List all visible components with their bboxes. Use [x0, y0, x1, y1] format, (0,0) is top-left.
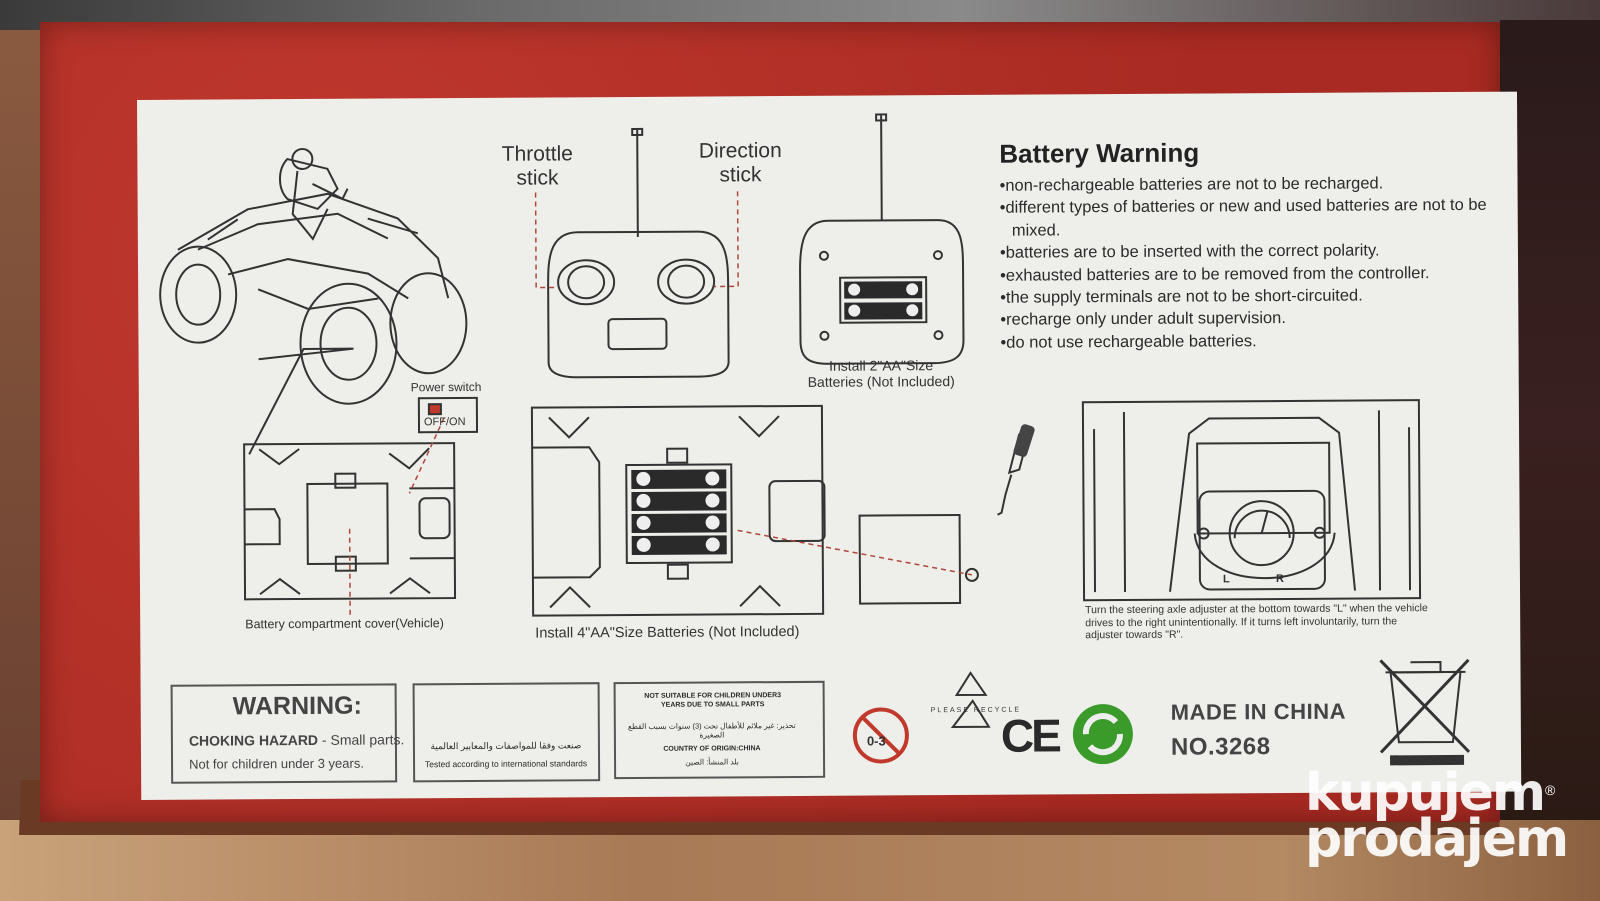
small-parts-text: - Small parts. — [317, 731, 405, 748]
battery-pack-4aa — [631, 469, 727, 555]
off-on-label: OFF/ON — [423, 415, 466, 429]
power-switch-label: Power switch — [410, 379, 482, 395]
not-suitable-text: NOT SUITABLE FOR CHILDREN UNDER3 YEARS D… — [644, 692, 782, 709]
made-in-china: MADE IN CHINA — [1170, 698, 1347, 725]
standards-box: صنعت وفقا للمواصفات والمعايير العالمية T… — [412, 682, 601, 783]
throttle-stick-label: Throttle stick — [501, 142, 574, 190]
choking-hazard-text: CHOKING HAZARD — [188, 731, 319, 749]
atv-illustration — [159, 147, 468, 455]
battery-warning-item: recharge only under adult supervision. — [1000, 306, 1500, 331]
battery-warning-list: non-rechargeable batteries are not to be… — [999, 172, 1500, 354]
battery-warning-item: do not use rechargeable batteries. — [1000, 329, 1500, 354]
choking-hazard-box: WARNING: CHOKING HAZARD - Small parts. N… — [170, 683, 404, 784]
watermark-line2: prodajem — [1305, 809, 1569, 869]
watermark-line1: kupujem — [1305, 763, 1546, 823]
battery-warning-item: the supply terminals are not to be short… — [1000, 284, 1500, 309]
instruction-panel: Throttle stick Direction stick Install 2… — [137, 91, 1522, 800]
battery-warning-item: different types of batteries or new and … — [1000, 194, 1500, 242]
model-number: NO.3268 — [1170, 733, 1271, 761]
country-of-origin-arabic: بلد المنشأ: الصين — [685, 757, 739, 767]
country-of-origin: COUNTRY OF ORIGIN:CHINA — [663, 745, 761, 753]
warning-title: WARNING: — [232, 691, 362, 721]
toy-box: Throttle stick Direction stick Install 2… — [40, 22, 1522, 822]
adjuster-l-label: L — [1222, 573, 1230, 586]
battery-warning-item: non-rechargeable batteries are not to be… — [999, 172, 1499, 197]
site-watermark: kupujem prodajem — [1305, 763, 1569, 869]
install-2aa-label: Install 2"AA"Size Batteries (Not Include… — [807, 357, 955, 390]
watermark-registered: ® — [1545, 782, 1556, 798]
adjuster-r-label: R — [1275, 573, 1284, 586]
line-art — [159, 113, 1471, 766]
hazard-line: CHOKING HAZARD - Small parts. — [189, 731, 405, 748]
battery-warning-title: Battery Warning — [999, 137, 1200, 169]
battery-compartment-cover-label: Battery compartment cover(Vehicle) — [245, 616, 444, 632]
age-0-3-mark: 0-3 — [866, 733, 886, 749]
small-parts-box: NOT SUITABLE FOR CHILDREN UNDER3 YEARS D… — [613, 680, 826, 780]
battery-warning-item: exhausted batteries are to be removed fr… — [1000, 261, 1500, 286]
not-suitable-arabic: تحذير: غير ملائم للأطفال تحت (3) سنوات ب… — [627, 720, 796, 740]
direction-stick-label: Direction stick — [698, 139, 782, 187]
battery-pack-2aa — [844, 281, 923, 320]
battery-warning-item: batteries are to be inserted with the co… — [1000, 239, 1500, 264]
standards-arabic: صنعت وفقا للمواصفات والمعايير العالمية — [430, 740, 582, 752]
install-4aa-label: Install 4"AA"Size Batteries (Not Include… — [535, 623, 800, 642]
ce-mark: CE — [1000, 709, 1059, 762]
steering-note: Turn the steering axle adjuster at the b… — [1085, 602, 1428, 642]
standards-english: Tested according to international standa… — [424, 758, 588, 770]
age-warning-text: Not for children under 3 years. — [189, 755, 364, 772]
